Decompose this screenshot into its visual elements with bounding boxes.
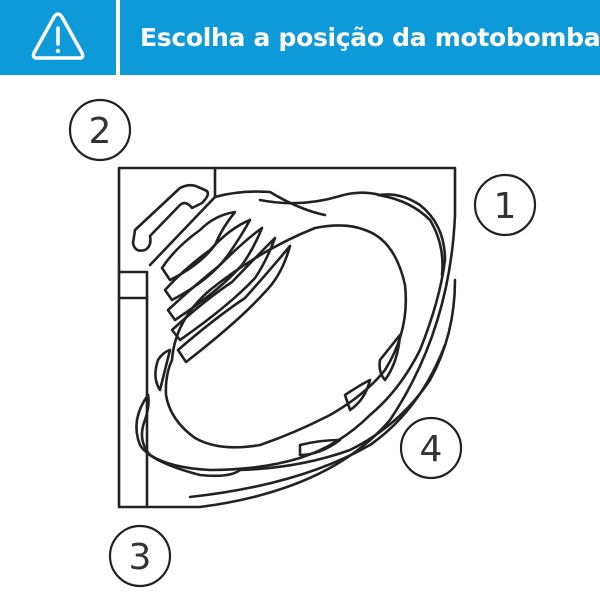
corner-panel-diagonal — [148, 195, 217, 267]
position-badge-2[interactable]: 2 — [68, 98, 132, 162]
tub-outer-frame — [117, 166, 457, 509]
grab-handle — [131, 183, 210, 252]
svg-text:2: 2 — [89, 111, 112, 152]
basin-rim — [140, 191, 447, 472]
svg-text:4: 4 — [420, 429, 443, 470]
position-badge-4[interactable]: 4 — [399, 416, 463, 480]
svg-text:3: 3 — [129, 537, 152, 578]
inner-basin — [164, 224, 408, 449]
position-badge-1[interactable]: 1 — [473, 173, 537, 237]
header-banner: Escolha a posição da motobomba — [0, 0, 600, 75]
warning-triangle-icon — [31, 12, 85, 60]
svg-text:1: 1 — [494, 186, 517, 227]
position-badge-3[interactable]: 3 — [108, 524, 172, 588]
page-title: Escolha a posição da motobomba — [140, 23, 600, 52]
title-box: Escolha a posição da motobomba — [120, 0, 600, 75]
warning-icon-box — [0, 0, 116, 75]
